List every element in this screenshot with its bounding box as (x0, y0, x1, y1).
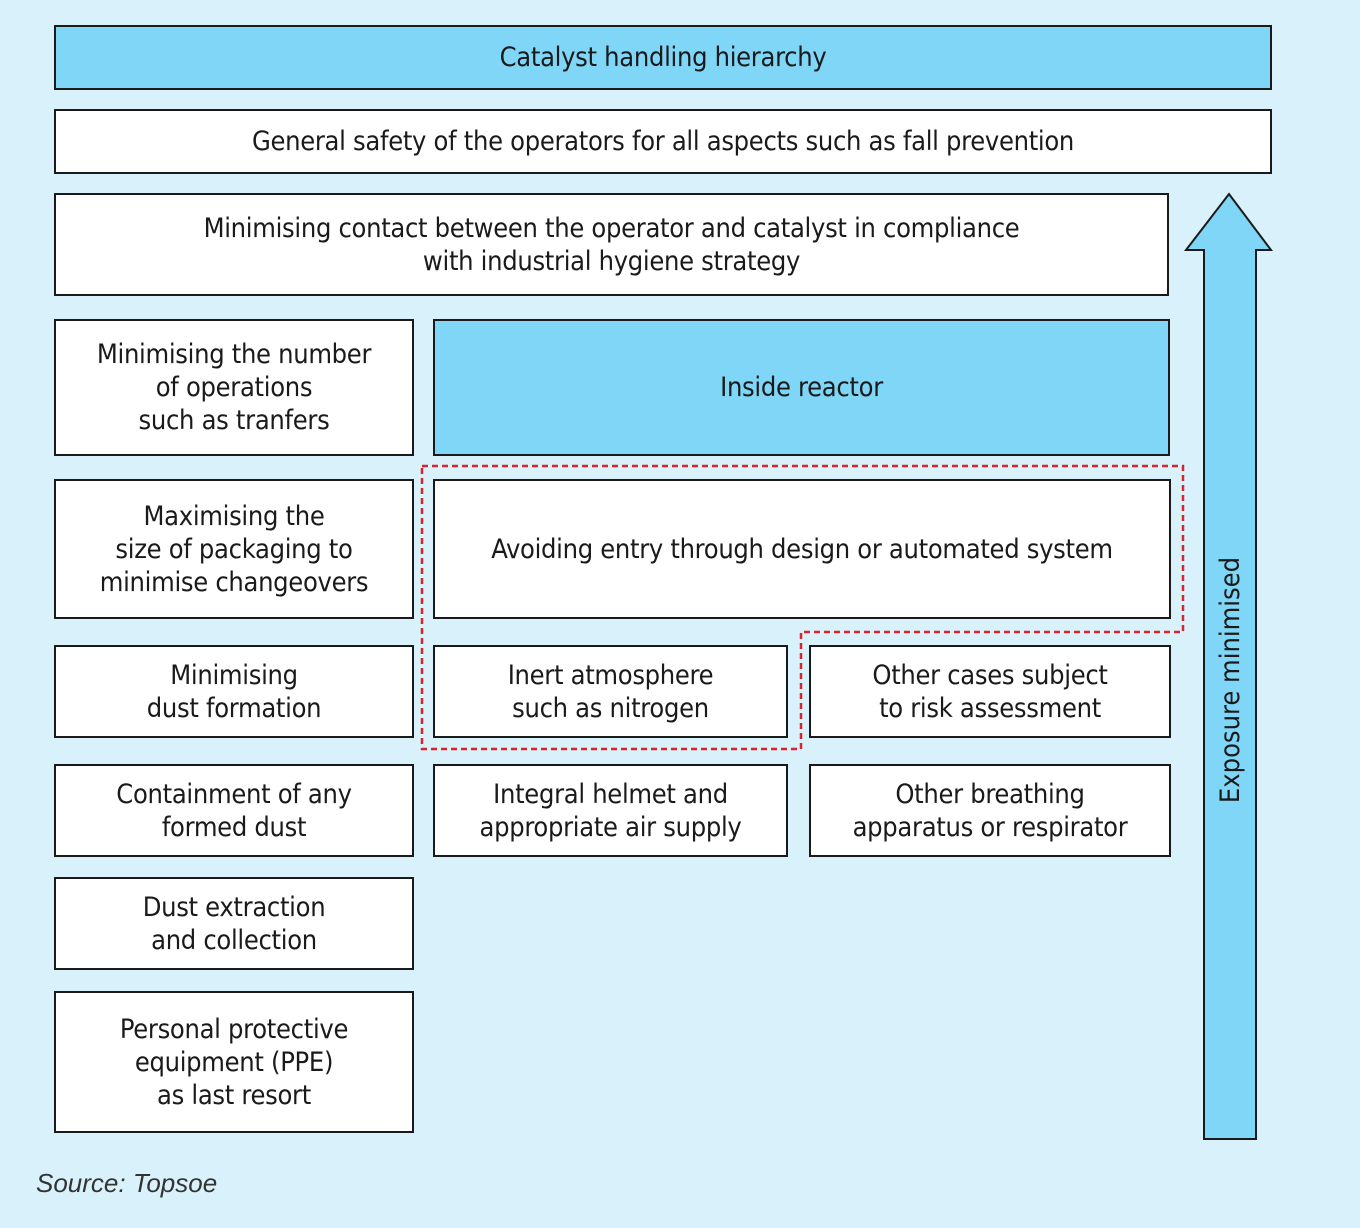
exposure-arrow (1183, 192, 1273, 1140)
dashed-highlight-outline (420, 464, 1185, 751)
general-safety-box: General safety of the operators for all … (54, 109, 1272, 174)
source-caption: Source: Topsoe (36, 1168, 218, 1198)
left-box-dust-formation: Minimising dust formation (54, 645, 414, 738)
left-box-operations: Minimising the number of operations such… (54, 319, 414, 456)
left-box-packaging: Maximising the size of packaging to mini… (54, 479, 414, 619)
other-cases-box: Other cases subject to risk assessment (809, 645, 1171, 738)
left-box-ppe: Personal protective equipment (PPE) as l… (54, 991, 414, 1133)
minimising-contact-box: Minimising contact between the operator … (54, 193, 1169, 296)
other-breathing-box: Other breathing apparatus or respirator (809, 764, 1171, 857)
left-box-containment: Containment of any formed dust (54, 764, 414, 857)
integral-helmet-box: Integral helmet and appropriate air supp… (433, 764, 788, 857)
left-box-dust-extraction: Dust extraction and collection (54, 877, 414, 970)
inside-reactor-box: Inside reactor (433, 319, 1170, 456)
diagram-title: Catalyst handling hierarchy (54, 25, 1272, 90)
inert-atmosphere-box: Inert atmosphere such as nitrogen (433, 645, 788, 738)
avoiding-entry-box: Avoiding entry through design or automat… (433, 479, 1171, 619)
arrow-label: Exposure minimised (1215, 557, 1246, 803)
